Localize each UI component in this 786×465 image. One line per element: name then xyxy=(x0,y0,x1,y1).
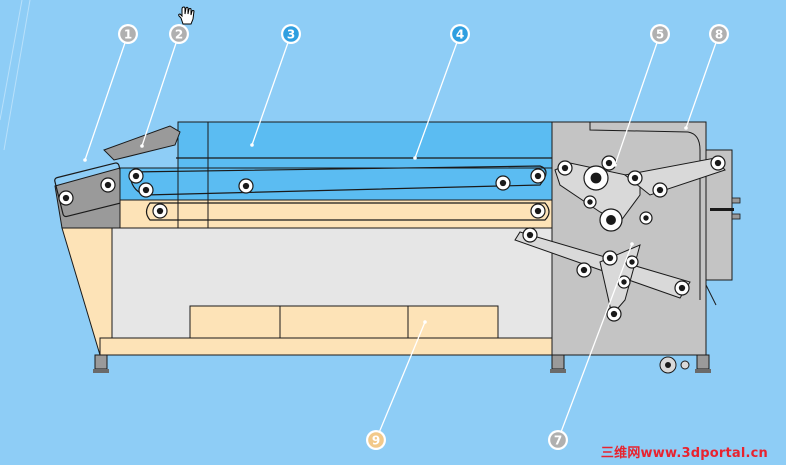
background-glare xyxy=(0,0,31,151)
leader-line xyxy=(375,321,426,441)
leader-line xyxy=(685,33,720,129)
callout-disc xyxy=(283,26,299,42)
callout-label: 9 xyxy=(372,433,380,447)
roller xyxy=(601,155,617,171)
leader-dot xyxy=(613,163,617,167)
callout-8: 8 xyxy=(684,24,729,130)
leader-line xyxy=(84,33,129,161)
callout-disc xyxy=(368,432,384,448)
roller xyxy=(583,165,609,191)
roller xyxy=(522,227,538,243)
collection-boxes xyxy=(189,305,499,339)
callout-9: 9 xyxy=(366,320,427,450)
roller xyxy=(530,203,546,219)
callout-5: 5 xyxy=(613,24,670,167)
callout-7: 7 xyxy=(548,242,634,450)
roller xyxy=(674,280,690,296)
roller xyxy=(625,255,639,269)
upper-frame-band xyxy=(119,167,553,229)
callout-4: 4 xyxy=(413,24,470,160)
leader-line xyxy=(141,33,180,147)
rollers xyxy=(58,155,726,322)
callout-label: 3 xyxy=(287,27,295,41)
callout-layer: 1 2 3 4 5 8 9 7 xyxy=(83,24,729,450)
roller xyxy=(128,168,144,184)
callout-label: 2 xyxy=(175,27,183,41)
watermark-text: 三维网www.3dportal.cn xyxy=(600,446,768,461)
callout-disc xyxy=(652,26,668,42)
callout-label: 7 xyxy=(554,433,562,447)
roller xyxy=(599,208,623,232)
leader-dot xyxy=(250,143,254,147)
roller xyxy=(152,203,168,219)
callout-label: 5 xyxy=(656,27,664,41)
callout-label: 8 xyxy=(715,27,723,41)
leader-line xyxy=(614,33,661,166)
callout-3: 3 xyxy=(250,24,301,147)
roller xyxy=(639,211,653,225)
leader-line xyxy=(251,33,292,146)
callout-label: 1 xyxy=(124,27,132,41)
roller xyxy=(530,168,546,184)
roller xyxy=(495,175,511,191)
callout-label: 4 xyxy=(456,27,464,41)
leader-dot xyxy=(83,158,87,162)
roller xyxy=(138,182,154,198)
callout-disc xyxy=(452,26,468,42)
callout-disc xyxy=(711,26,727,42)
roller xyxy=(58,190,74,206)
callout-disc xyxy=(550,432,566,448)
leader-dot xyxy=(630,242,634,246)
roller xyxy=(583,195,597,209)
roller xyxy=(627,170,643,186)
leader-dot xyxy=(140,144,144,148)
roller xyxy=(100,177,116,193)
leader-line xyxy=(557,243,633,441)
leader-dot xyxy=(413,156,417,160)
callout-2: 2 xyxy=(140,24,189,148)
leader-dot xyxy=(423,320,427,324)
roller xyxy=(238,178,254,194)
feed-plate xyxy=(103,125,181,161)
leader-line xyxy=(414,33,461,159)
roller xyxy=(576,262,592,278)
callout-1: 1 xyxy=(83,24,138,162)
roller xyxy=(602,250,618,266)
roller xyxy=(652,182,668,198)
callout-disc xyxy=(171,26,187,42)
drive-gearbox xyxy=(514,121,741,374)
conveyor-belts xyxy=(129,157,552,221)
hand-cursor-icon xyxy=(178,6,195,25)
roller xyxy=(710,155,726,171)
callout-disc xyxy=(120,26,136,42)
roller xyxy=(606,306,622,322)
leader-dot xyxy=(684,126,688,130)
roller xyxy=(557,160,573,176)
